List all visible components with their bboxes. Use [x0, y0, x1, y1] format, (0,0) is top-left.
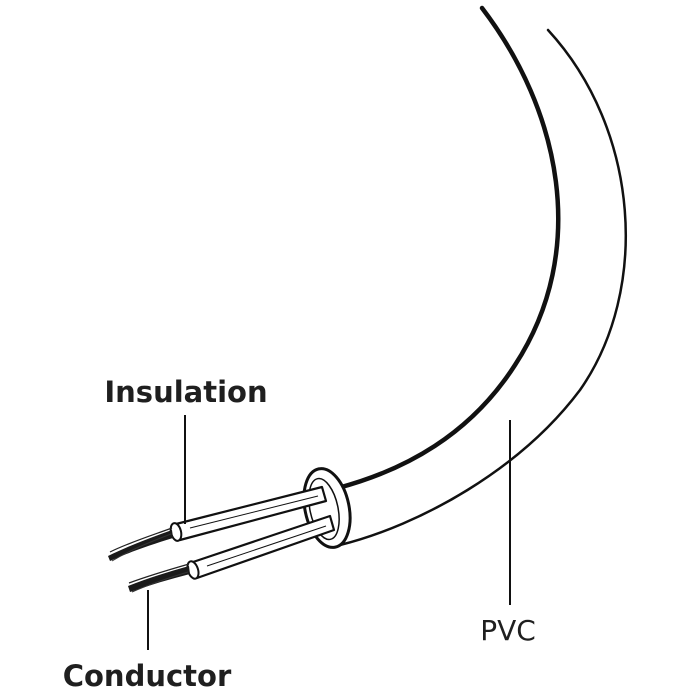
insulation-label: Insulation — [104, 375, 267, 409]
pvc-jacket-lower-edge — [338, 28, 628, 547]
lower-conductor — [128, 563, 190, 593]
conductor-label: Conductor — [63, 659, 232, 693]
upper-wire-highlight — [189, 495, 319, 529]
pvc-jacket-upper-edge — [335, 5, 561, 491]
upper-conductor — [108, 527, 173, 562]
pvc-label: PVC — [480, 614, 536, 647]
pvc-jacket — [312, 8, 626, 546]
lower-wire-highlight — [206, 525, 327, 567]
